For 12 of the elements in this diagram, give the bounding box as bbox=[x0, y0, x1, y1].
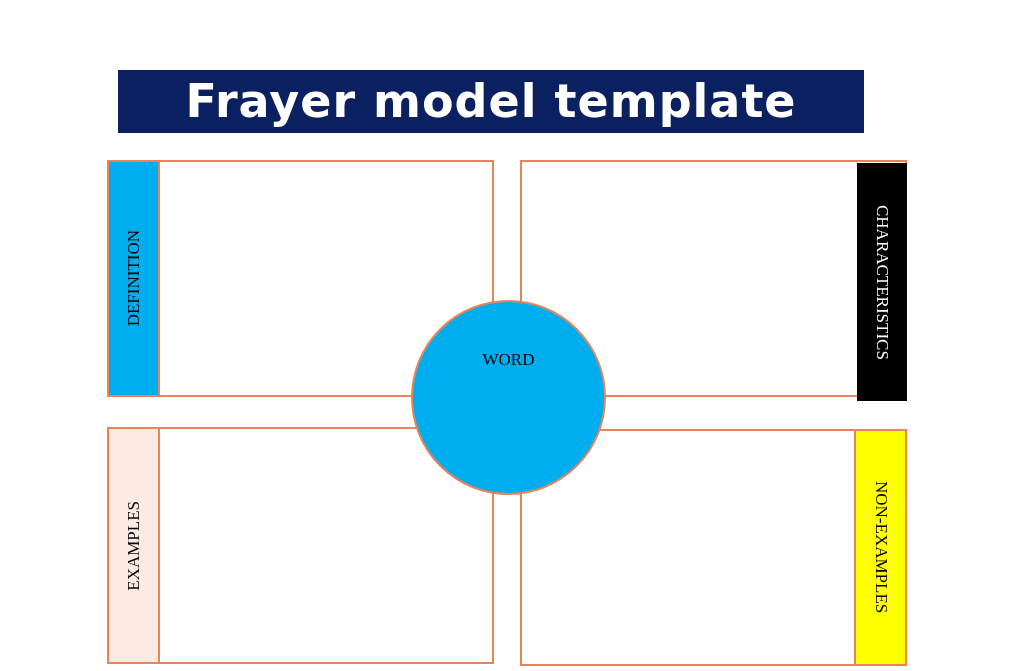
label-band bbox=[107, 427, 160, 664]
section-label: DEFINITION bbox=[123, 230, 144, 327]
title-banner: Frayer model template bbox=[118, 70, 864, 133]
section-label: CHARACTERISTICS bbox=[872, 204, 892, 360]
section-label: NON-EXAMPLES bbox=[870, 481, 891, 614]
quadrant-box bbox=[107, 427, 494, 664]
label-band bbox=[107, 160, 160, 397]
section-label: EXAMPLES bbox=[123, 500, 144, 591]
word-label: WORD bbox=[481, 350, 536, 370]
label-band bbox=[857, 163, 907, 401]
label-band bbox=[854, 429, 907, 666]
quadrant-box bbox=[520, 429, 907, 666]
